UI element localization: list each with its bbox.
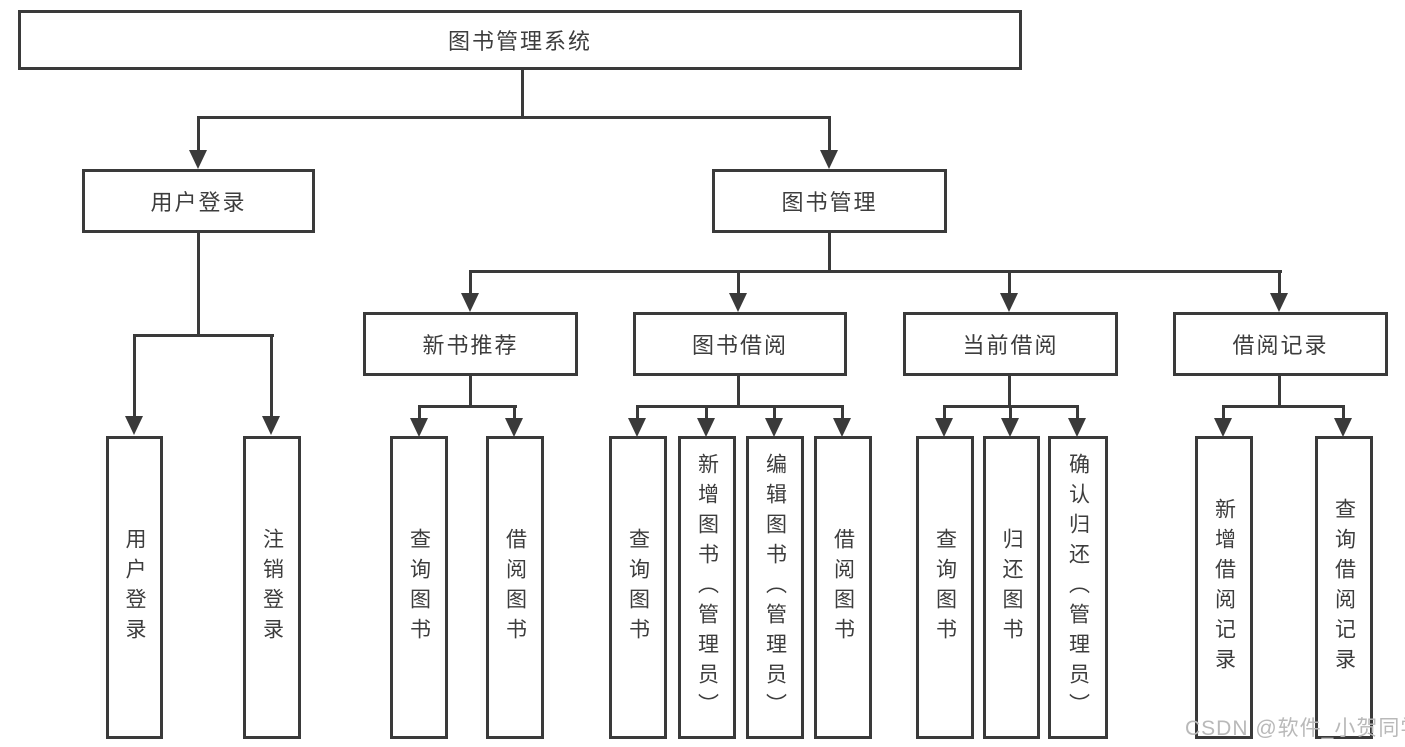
connector-line [841,405,844,419]
connector-line [418,405,517,408]
connector-line [1222,405,1345,408]
leaf-user-login: 用户登录 [106,436,163,739]
arrow-down-icon [410,418,428,437]
arrow-down-icon [1001,418,1019,437]
connector-line [636,405,639,419]
connector-line [197,233,200,336]
connector-line [737,270,740,295]
leaf-current-confirm-return-admin-label: 确认归还（管理员） [1066,452,1090,723]
leaf-records-query-record: 查询借阅记录 [1315,436,1373,739]
leaf-current-return-books: 归还图书 [983,436,1040,739]
arrow-down-icon [505,418,523,437]
connector-line [513,405,516,419]
leaf-current-confirm-return-admin: 确认归还（管理员） [1048,436,1108,739]
node-current-borrow: 当前借阅 [903,312,1118,376]
arrow-down-icon [1334,418,1352,437]
connector-line [521,69,524,117]
node-new-book-recommend: 新书推荐 [363,312,578,376]
leaf-current-query-books: 查询图书 [916,436,974,739]
connector-line [197,116,200,152]
connector-line [133,334,136,418]
leaf-recommend-borrow-books: 借阅图书 [486,436,544,739]
connector-line [828,233,831,272]
node-book-borrow-label: 图书借阅 [691,333,788,358]
connector-line [197,116,831,119]
leaf-current-query-books-label: 查询图书 [933,527,957,648]
arrow-down-icon [697,418,715,437]
connector-line [469,270,472,295]
node-book-borrow: 图书借阅 [633,312,847,376]
arrow-down-icon [125,416,143,435]
connector-line [1278,376,1281,407]
node-current-borrow-label: 当前借阅 [962,333,1059,358]
node-user-login: 用户登录 [82,169,315,233]
connector-line [1008,270,1011,295]
arrow-down-icon [461,293,479,312]
connector-line [943,405,946,419]
connector-line [1008,376,1011,407]
leaf-recommend-query-books-label: 查询图书 [407,527,431,648]
connector-line [1009,405,1012,419]
node-root: 图书管理系统 [18,10,1022,70]
connector-line [705,405,708,419]
leaf-borrow-query-books-label: 查询图书 [626,527,650,648]
watermark: CSDN @软件_小贺同学 [1185,717,1405,740]
leaf-current-return-books-label: 归还图书 [1000,527,1024,648]
node-book-management: 图书管理 [712,169,947,233]
leaf-borrow-add-books-admin-label: 新增图书（管理员） [695,452,719,723]
arrow-down-icon [729,293,747,312]
leaf-borrow-edit-books-admin-label: 编辑图书（管理员） [763,452,787,723]
leaf-recommend-query-books: 查询图书 [390,436,448,739]
arrow-down-icon [833,418,851,437]
arrow-down-icon [1000,293,1018,312]
leaf-records-add-record-label: 新增借阅记录 [1212,497,1236,678]
connector-line [469,270,1282,273]
node-user-login-label: 用户登录 [150,190,247,215]
connector-line [133,334,274,337]
node-borrow-records-label: 借阅记录 [1232,333,1329,358]
leaf-borrow-borrow-books: 借阅图书 [814,436,872,739]
leaf-borrow-borrow-books-label: 借阅图书 [831,527,855,648]
connector-line [773,405,776,419]
connector-line [1278,270,1281,295]
arrow-down-icon [628,418,646,437]
node-borrow-records: 借阅记录 [1173,312,1388,376]
connector-line [418,405,421,419]
node-new-book-recommend-label: 新书推荐 [422,333,519,358]
leaf-borrow-add-books-admin: 新增图书（管理员） [678,436,736,739]
leaf-records-query-record-label: 查询借阅记录 [1332,497,1356,678]
arrow-down-icon [189,150,207,169]
connector-line [270,334,273,418]
leaf-user-login-label: 用户登录 [123,527,147,648]
connector-line [469,376,472,407]
connector-line [828,116,831,152]
node-book-management-label: 图书管理 [781,190,878,215]
leaf-records-add-record: 新增借阅记录 [1195,436,1253,739]
connector-line [1342,405,1345,419]
arrow-down-icon [1214,418,1232,437]
connector-line [737,376,740,407]
arrow-down-icon [765,418,783,437]
leaf-borrow-query-books: 查询图书 [609,436,667,739]
node-root-label: 图书管理系统 [447,29,592,54]
connector-line [636,405,844,408]
arrow-down-icon [935,418,953,437]
connector-line [1076,405,1079,419]
arrow-down-icon [820,150,838,169]
arrow-down-icon [1270,293,1288,312]
leaf-recommend-borrow-books-label: 借阅图书 [503,527,527,648]
arrow-down-icon [262,416,280,435]
leaf-borrow-edit-books-admin: 编辑图书（管理员） [746,436,804,739]
connector-line [1222,405,1225,419]
leaf-logout: 注销登录 [243,436,301,739]
arrow-down-icon [1068,418,1086,437]
leaf-logout-label: 注销登录 [260,527,284,648]
